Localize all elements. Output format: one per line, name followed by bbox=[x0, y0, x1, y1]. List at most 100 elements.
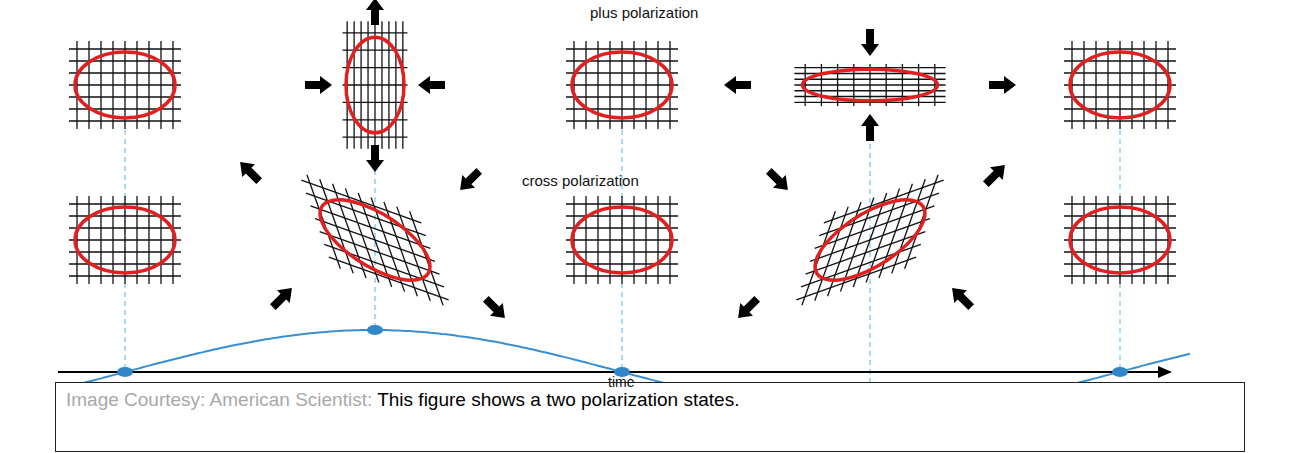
grid-line bbox=[1064, 48, 1176, 49]
grid-line bbox=[1064, 60, 1176, 61]
grid-line bbox=[69, 203, 181, 204]
force-arrow bbox=[366, 145, 384, 172]
force-arrow bbox=[266, 282, 298, 314]
caption-box: Image Courtesy: American Scientist: This… bbox=[55, 382, 1245, 452]
grid-line bbox=[69, 72, 181, 73]
grid-line bbox=[343, 67, 408, 68]
grid-line bbox=[1064, 96, 1176, 97]
grid-line bbox=[566, 275, 678, 276]
test-ring bbox=[572, 52, 672, 118]
force-arrow bbox=[418, 76, 445, 94]
grid-line bbox=[69, 251, 181, 252]
grid-line bbox=[566, 251, 678, 252]
grid-line bbox=[69, 48, 181, 49]
test-ring bbox=[75, 52, 175, 118]
axis-arrowhead bbox=[1158, 366, 1172, 378]
force-arrow bbox=[479, 292, 511, 324]
grid-line bbox=[566, 203, 678, 204]
grid-line bbox=[343, 102, 408, 103]
force-arrow bbox=[454, 164, 486, 196]
row-title: cross polarization bbox=[522, 172, 639, 189]
test-ring bbox=[346, 37, 404, 133]
spacetime-grid bbox=[1064, 41, 1176, 129]
spacetime-grid bbox=[69, 41, 181, 129]
test-ring bbox=[309, 186, 441, 295]
grid-line bbox=[320, 232, 440, 275]
test-ring bbox=[75, 207, 175, 273]
grid-line bbox=[566, 84, 678, 85]
grid-line bbox=[1064, 275, 1176, 276]
grid-line bbox=[794, 79, 945, 80]
wave-dots bbox=[117, 325, 1128, 377]
force-arrow bbox=[861, 29, 879, 56]
grid-line bbox=[566, 239, 678, 240]
grid-line bbox=[566, 120, 678, 121]
grid-line bbox=[69, 108, 181, 109]
grid-line bbox=[794, 90, 945, 91]
spacetime-grid bbox=[566, 196, 678, 284]
grid-line bbox=[1064, 84, 1176, 85]
axis-label: time bbox=[608, 374, 634, 390]
grid-line bbox=[343, 137, 408, 138]
force-arrow bbox=[366, 0, 384, 25]
grid-line bbox=[566, 72, 678, 73]
force-arrow bbox=[724, 76, 751, 94]
test-ring bbox=[804, 186, 936, 295]
grid-line bbox=[343, 32, 408, 33]
spacetime-grid bbox=[794, 64, 945, 106]
grid-line bbox=[1064, 120, 1176, 121]
spacetime-grid bbox=[343, 21, 408, 149]
grid-line bbox=[69, 227, 181, 228]
spacetime-grid bbox=[69, 196, 181, 284]
credit-text: Image Courtesy: American Scientist: bbox=[66, 389, 372, 410]
grid-line bbox=[566, 48, 678, 49]
force-arrow bbox=[861, 114, 879, 141]
force-arrows bbox=[234, 0, 1016, 324]
grid-line bbox=[69, 275, 181, 276]
grid-line bbox=[794, 84, 945, 85]
spacetime-grid bbox=[793, 172, 946, 309]
grid-line bbox=[1064, 72, 1176, 73]
grid-line bbox=[69, 263, 181, 264]
grid-line bbox=[815, 206, 935, 249]
grid-line bbox=[69, 239, 181, 240]
grid-line bbox=[311, 206, 431, 249]
time-axis bbox=[58, 371, 1160, 373]
test-ring bbox=[572, 207, 672, 273]
test-ring bbox=[803, 69, 938, 101]
grid-line bbox=[566, 227, 678, 228]
force-arrow bbox=[946, 282, 978, 314]
grid-line bbox=[566, 215, 678, 216]
grid-line bbox=[566, 96, 678, 97]
spacetime-grid bbox=[566, 41, 678, 129]
force-arrow bbox=[979, 159, 1011, 191]
grid-line bbox=[69, 96, 181, 97]
grid-line bbox=[343, 119, 408, 120]
grid-line bbox=[806, 232, 926, 275]
spacetime-grid bbox=[298, 172, 451, 309]
grid-line bbox=[566, 263, 678, 264]
force-arrow bbox=[732, 292, 764, 324]
grid-line bbox=[566, 108, 678, 109]
force-arrow bbox=[762, 164, 794, 196]
grid-line bbox=[1064, 263, 1176, 264]
grid-line bbox=[343, 50, 408, 51]
row-title: plus polarization bbox=[590, 4, 698, 21]
test-ring bbox=[1070, 52, 1170, 118]
spacetime-grid bbox=[1064, 196, 1176, 284]
grid-line bbox=[1064, 239, 1176, 240]
grid-line bbox=[69, 84, 181, 85]
grid-line bbox=[69, 60, 181, 61]
force-arrow bbox=[234, 156, 266, 188]
grid-line bbox=[1064, 227, 1176, 228]
grid-line bbox=[1064, 108, 1176, 109]
force-arrow bbox=[305, 76, 332, 94]
grid-line bbox=[1064, 203, 1176, 204]
grid-line bbox=[566, 60, 678, 61]
grid-line bbox=[1064, 215, 1176, 216]
grid-line bbox=[69, 120, 181, 121]
caption-text: This figure shows a two polarization sta… bbox=[377, 389, 739, 410]
force-arrow bbox=[989, 76, 1016, 94]
grid-line bbox=[1064, 251, 1176, 252]
grid-line bbox=[69, 215, 181, 216]
